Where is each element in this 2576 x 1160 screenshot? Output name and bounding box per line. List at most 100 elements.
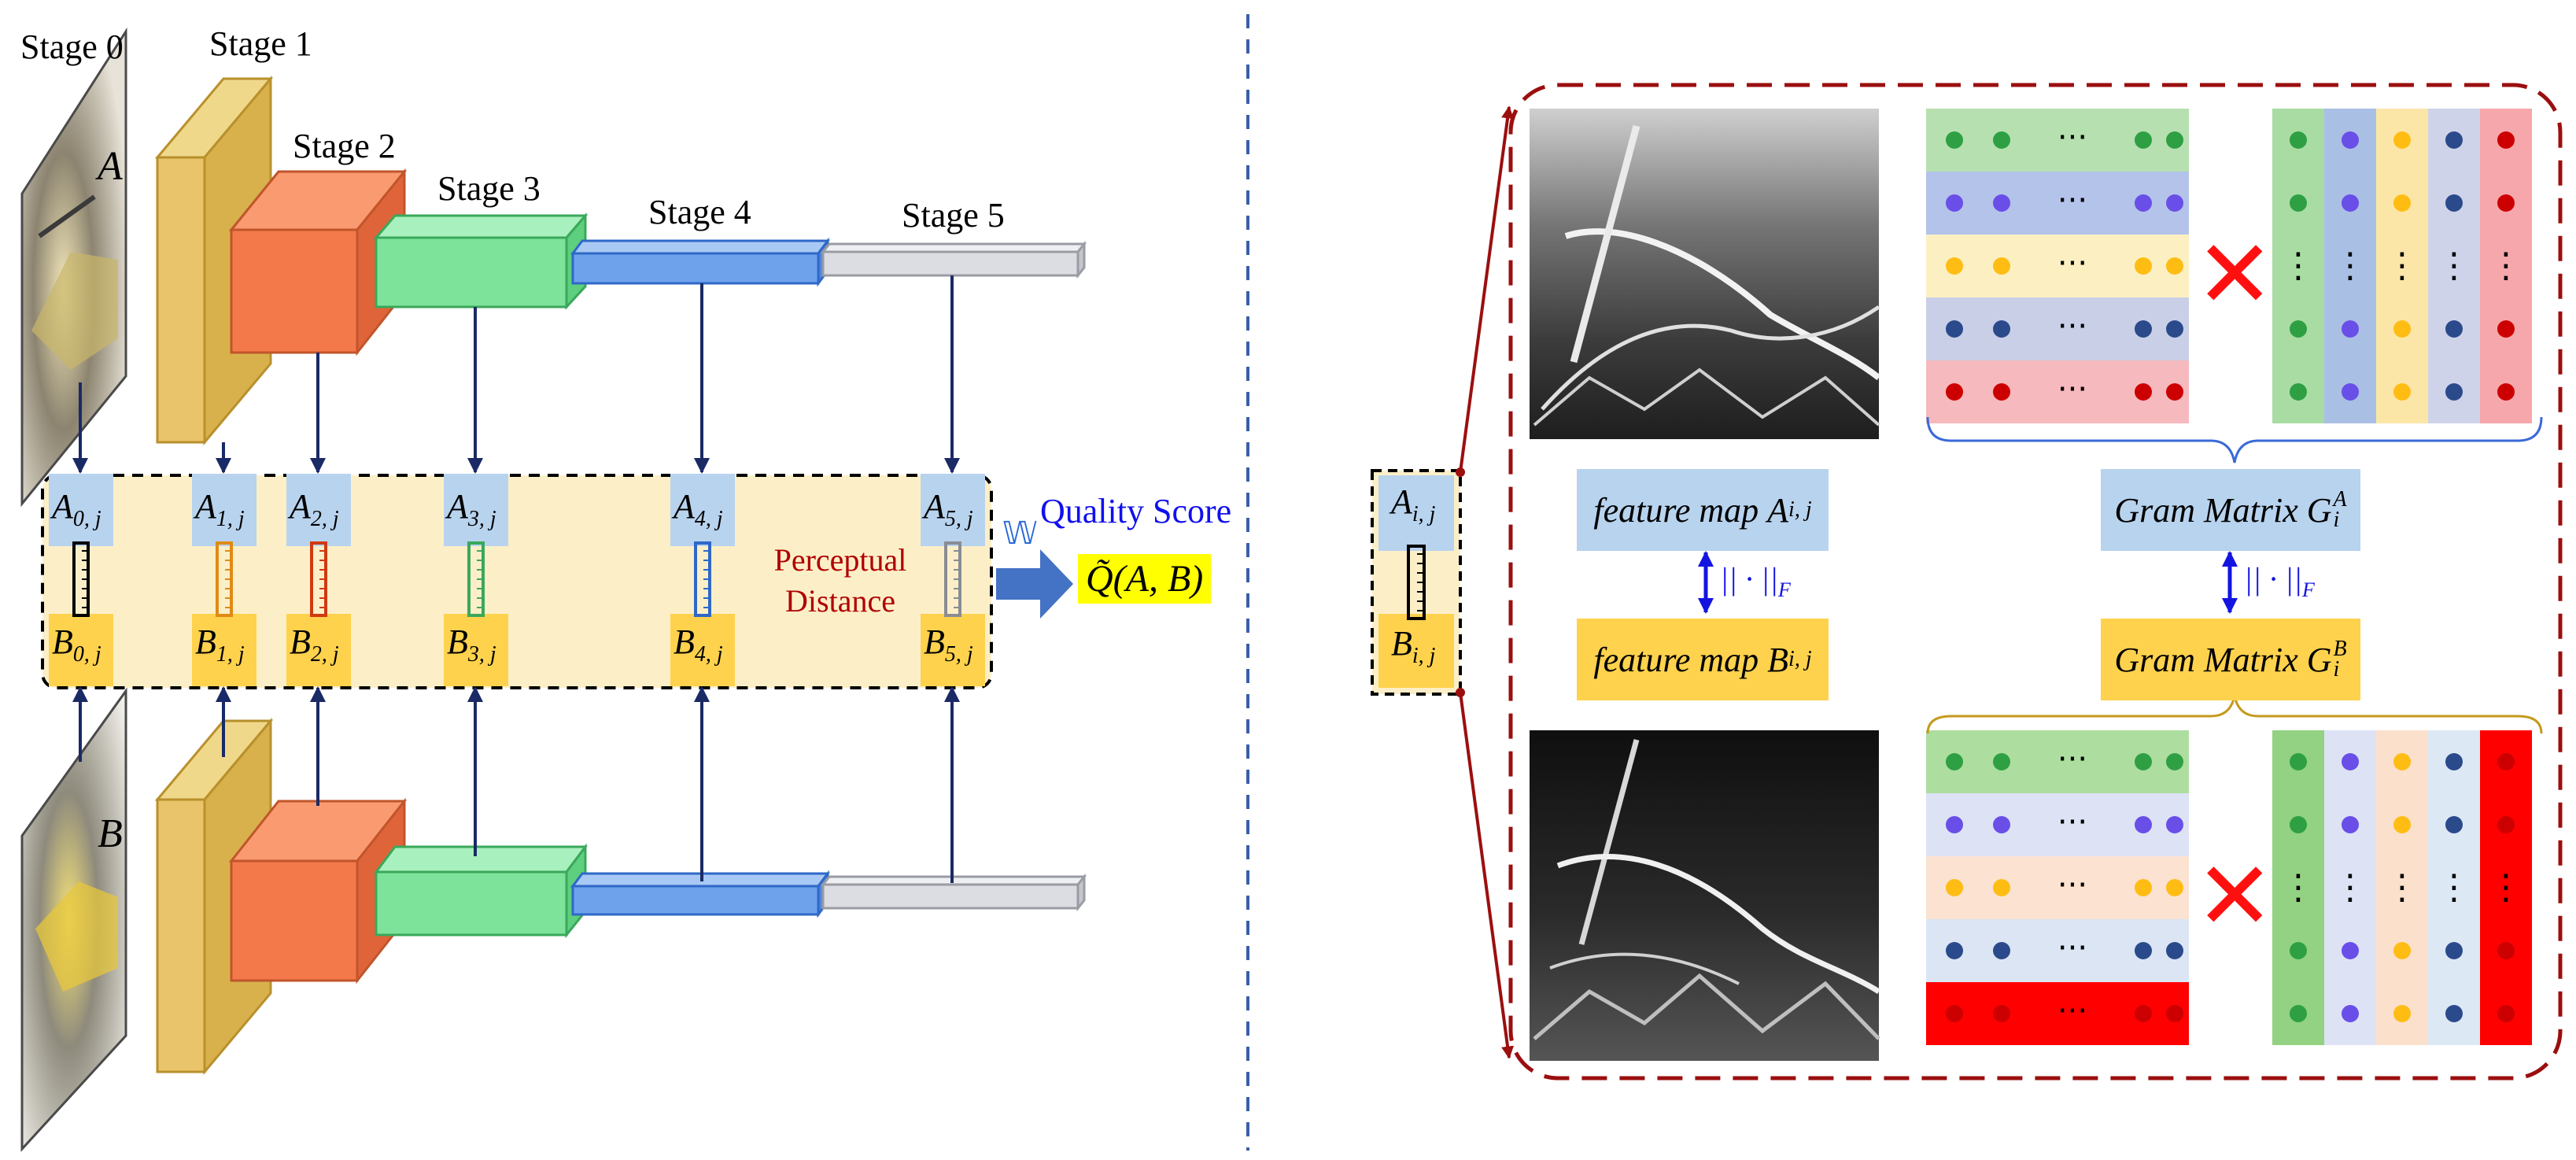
matrix-col [2480, 730, 2532, 1045]
matrix-col [2428, 730, 2480, 1045]
feature-b4: B4, j [674, 622, 723, 667]
matrix-dot [2166, 942, 2183, 959]
ruler-5 [944, 541, 961, 617]
matrix-dot [1993, 194, 2010, 212]
input-image-b [20, 687, 127, 1152]
stage4-block-top [570, 237, 830, 287]
matrix-ellipsis: ··· [2057, 867, 2087, 903]
matrix-vdots: ⋮ [2385, 867, 2419, 907]
matrix-dot [2445, 1005, 2463, 1022]
multiply-icon-bottom: ✕ [2195, 842, 2275, 951]
matrix-ellipsis: ··· [2057, 930, 2087, 966]
feature-b5: B5, j [924, 622, 973, 667]
matrix-ellipsis: ··· [2057, 741, 2087, 778]
matrix-dot [1993, 942, 2010, 959]
matrix-dot [1993, 320, 2010, 338]
matrix-ellipsis: ··· [2057, 308, 2087, 345]
feature-a4: A4, j [674, 487, 723, 531]
matrix-dot [2445, 383, 2463, 401]
arrows-down [72, 275, 960, 474]
brace-top [1926, 416, 2543, 464]
detail-feature-b: Bi, j [1391, 624, 1436, 668]
matrix-vdots: ⋮ [2281, 246, 2316, 286]
matrix-dot [2393, 1005, 2411, 1022]
matrix-ellipsis: ··· [2057, 120, 2087, 156]
matrix-col [2324, 109, 2376, 423]
matrix-dot [2290, 383, 2307, 401]
matrix-ellipsis: ··· [2057, 371, 2087, 408]
matrix-dot [2497, 383, 2515, 401]
stage1-block-bottom [154, 717, 274, 1076]
matrix-col [2376, 730, 2428, 1045]
matrix-dot [2135, 131, 2152, 149]
matrix-dot [2166, 816, 2183, 833]
matrix-dot [2290, 320, 2307, 338]
perceptual-distance-panel [41, 474, 993, 689]
matrix-dot [2135, 1005, 2152, 1022]
matrix-dot [2393, 320, 2411, 338]
matrix-dot [1946, 816, 1963, 833]
matrix-col [2480, 109, 2532, 423]
matrix-dot [1946, 879, 1963, 896]
matrix-dot [2166, 383, 2183, 401]
zoom-line-bottom [1459, 692, 1515, 1059]
matrix-vdots: ⋮ [2437, 867, 2471, 907]
a-feature-boxes [49, 474, 985, 546]
ruler-3 [467, 541, 485, 617]
matrix-dot [2342, 816, 2359, 833]
frobenius-norm-right: || · ||F [2244, 561, 2315, 601]
matrix-dot [2342, 131, 2359, 149]
matrix-col [2428, 109, 2480, 423]
stage-3-label: Stage 3 [437, 169, 541, 208]
matrix-dot [1946, 257, 1963, 275]
detail-feature-a: Ai, j [1391, 482, 1436, 526]
zoom-line-top [1459, 105, 1515, 473]
matrix-dot [2393, 816, 2411, 833]
matrix-dot [1946, 942, 1963, 959]
matrix-dot [2166, 194, 2183, 212]
matrix-vdots: ⋮ [2385, 246, 2419, 286]
matrix-dot [2135, 194, 2152, 212]
matrix-dot [2393, 383, 2411, 401]
matrix-dot [2497, 816, 2515, 833]
bottom-col-matrix: ⋮⋮⋮⋮⋮ [2272, 730, 2532, 1045]
matrix-dot [2342, 320, 2359, 338]
feature-b3: B3, j [447, 622, 496, 667]
quality-arrow [996, 549, 1073, 619]
matrix-dot [1946, 383, 1963, 401]
matrix-dot [2135, 257, 2152, 275]
b-feature-boxes [49, 614, 985, 686]
bottom-row-matrix: ··············· [1926, 730, 2189, 1045]
matrix-dot [2135, 942, 2152, 959]
matrix-dot [1946, 194, 1963, 212]
feature-a1: A1, j [195, 487, 245, 531]
perceptual-distance-label: Perceptual Distance [773, 542, 907, 619]
matrix-dot [2290, 753, 2307, 770]
matrix-dot [2342, 942, 2359, 959]
matrix-dot [2290, 194, 2307, 212]
matrix-dot [2393, 753, 2411, 770]
brace-bottom [1926, 695, 2543, 734]
matrix-vdots: ⋮ [2437, 246, 2471, 286]
matrix-dot [1993, 131, 2010, 149]
matrix-dot [1993, 383, 2010, 401]
matrix-dot [2166, 753, 2183, 770]
matrix-dot [2166, 1005, 2183, 1022]
stage5-block-bottom [820, 873, 1087, 912]
matrix-dot [2166, 320, 2183, 338]
stage-1-label: Stage 1 [209, 24, 312, 63]
top-col-matrix: ⋮⋮⋮⋮⋮ [2272, 109, 2532, 423]
feature-a3: A3, j [447, 487, 496, 531]
matrix-col [2272, 109, 2324, 423]
feature-map-image-b [1530, 730, 1880, 1061]
stage-0-label: Stage 0 [20, 28, 124, 66]
matrix-dot [2135, 879, 2152, 896]
stage-4-label: Stage 4 [648, 193, 751, 231]
multiply-icon-top: ✕ [2195, 220, 2275, 330]
matrix-dot [2342, 194, 2359, 212]
matrix-dot [2342, 383, 2359, 401]
matrix-dot [2497, 753, 2515, 770]
matrix-dot [2135, 816, 2152, 833]
